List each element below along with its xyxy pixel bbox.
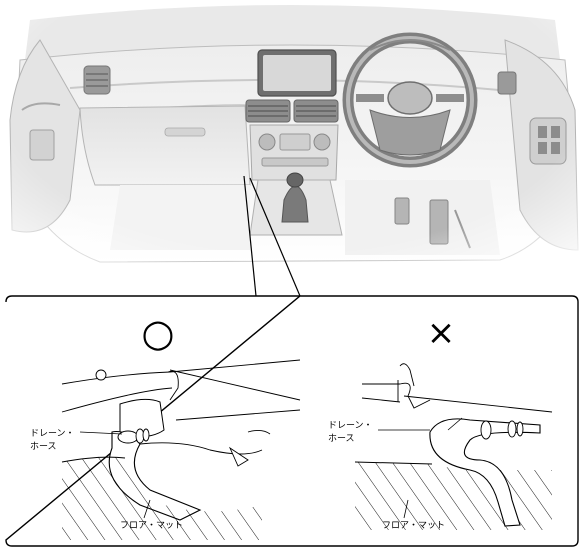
incorrect-mark: × [427,313,456,353]
callout-leader-lines [243,175,301,297]
detail-callout-box [5,295,579,547]
drain-hose-label-correct-line1: ドレーン・ [30,429,75,439]
car-interior-illustration [0,0,584,300]
floor-mat-label-incorrect: フロア・マット [382,521,445,531]
drain-hose-label-correct-line2: ホース [30,441,57,452]
correct-example: ○ ドレーン・ ホース フロア・マット [30,311,301,540]
floor-mat-correct [62,457,262,540]
incorrect-example: × ドレーン・ ホース フロア・マット [328,313,553,531]
drain-hose-label-incorrect-line2: ホース [328,433,355,444]
drain-hose-incorrect [429,418,541,527]
drain-hose-label-incorrect-line1: ドレーン・ [328,421,373,431]
floor-mat-label-correct: フロア・マット [120,521,183,531]
correct-mark: ○ [141,311,174,355]
floor-mat-incorrect [355,462,552,530]
